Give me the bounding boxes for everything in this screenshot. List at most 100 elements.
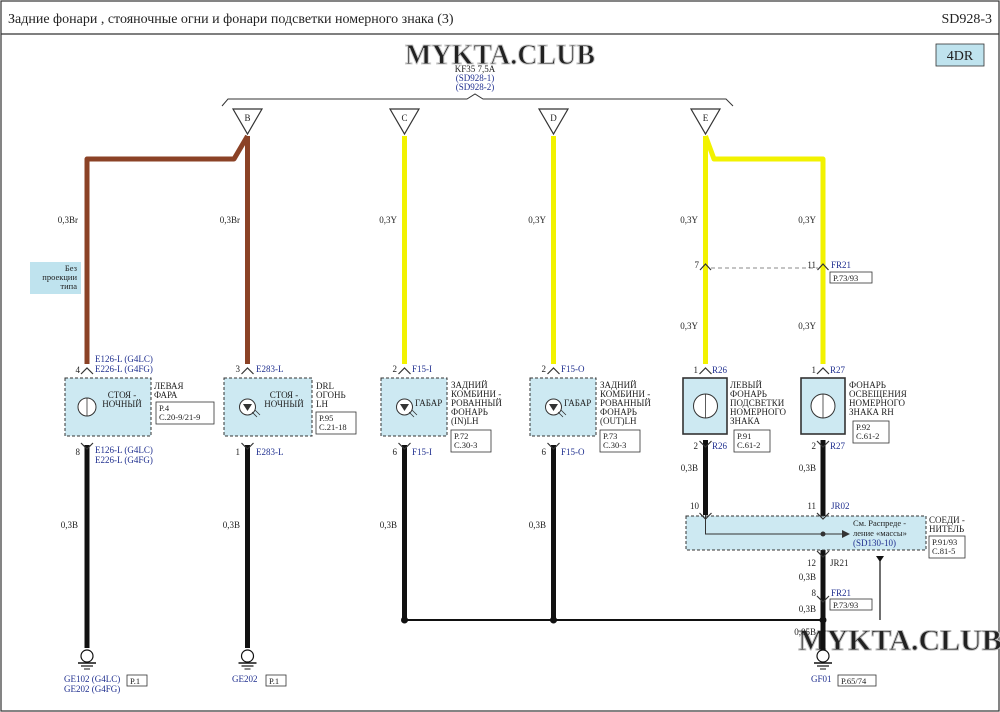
wire-label-b-8: 0,3B <box>799 604 816 614</box>
svg-text:РОВАННЫЙ: РОВАННЫЙ <box>451 398 502 408</box>
svg-text:E283-L: E283-L <box>256 447 284 457</box>
svg-text:F15-I: F15-I <box>412 364 432 374</box>
svg-text:P.73/93: P.73/93 <box>833 600 858 610</box>
svg-text:D: D <box>550 113 557 123</box>
wire-y-plate-right <box>703 135 826 364</box>
svg-text:P.73: P.73 <box>603 431 617 441</box>
svg-text:GE202 (G4FG): GE202 (G4FG) <box>64 684 120 694</box>
svg-text:8: 8 <box>812 588 817 598</box>
joint-connector: 10 11 JR02 См. Распреде - ление «массы» … <box>685 501 966 620</box>
svg-text:C.20-9/21-9: C.20-9/21-9 <box>159 412 200 422</box>
svg-text:ЛЕВЫЙ: ЛЕВЫЙ <box>730 380 762 390</box>
svg-text:JR02: JR02 <box>831 501 850 511</box>
svg-text:2: 2 <box>393 364 398 374</box>
svg-text:E226-L (G4FG): E226-L (G4FG) <box>95 455 153 465</box>
svg-text:НОЧНЫЙ: НОЧНЫЙ <box>264 399 304 409</box>
svg-text:R26: R26 <box>712 365 728 375</box>
connector-d: D <box>537 108 570 136</box>
diagram-code: SD928-3 <box>941 12 992 27</box>
svg-text:4: 4 <box>76 365 81 375</box>
ground-gf01: GF01 P.65/74 <box>811 649 877 687</box>
svg-text:P.1: P.1 <box>269 676 279 686</box>
component-plate-lamp-right: ФОНАРЬ ОСВЕЩЕНИЯ НОМЕРНОГО ЗНАКА RH P.92… <box>800 365 907 451</box>
svg-text:B: B <box>244 113 250 123</box>
splice-rear-in <box>401 616 408 624</box>
splice-main <box>819 616 827 624</box>
ground-ge202: GE202 P.1 <box>232 649 287 687</box>
svg-text:ПОДСВЕТКИ: ПОДСВЕТКИ <box>730 398 785 408</box>
svg-text:6: 6 <box>542 447 547 457</box>
svg-text:F15-O: F15-O <box>561 364 585 374</box>
svg-text:E126-L (G4LC): E126-L (G4LC) <box>95 445 153 455</box>
svg-text:C.21-18: C.21-18 <box>319 422 347 432</box>
wire-label-b085: 0,85B <box>794 627 816 637</box>
svg-text:C.30-3: C.30-3 <box>454 440 477 450</box>
svg-text:P.4: P.4 <box>159 403 170 413</box>
component-left-headlamp: СТОЯ - НОЧНЫЙ ЛЕВАЯ ФАРА P.4 C.20-9/21-9… <box>64 354 215 465</box>
svg-text:НОМЕРНОГО: НОМЕРНОГО <box>849 398 905 408</box>
svg-text:LH: LH <box>316 399 328 409</box>
svg-text:ЗАДНИЙ: ЗАДНИЙ <box>451 380 488 390</box>
svg-text:6: 6 <box>393 447 398 457</box>
svg-text:10: 10 <box>690 501 700 511</box>
svg-text:КОМБИНИ -: КОМБИНИ - <box>600 389 650 399</box>
svg-text:GE102 (G4LC): GE102 (G4LC) <box>64 674 120 684</box>
wire-label-b-5: 0,3B <box>681 463 698 473</box>
svg-text:FR21: FR21 <box>831 260 851 270</box>
wire-label-br-2: 0,3Br <box>220 215 240 225</box>
wire-label-y-1: 0,3Y <box>379 215 397 225</box>
fuse-ref-1: (SD928-1) <box>456 73 495 83</box>
svg-text:1: 1 <box>812 365 817 375</box>
svg-text:ФОНАРЬ: ФОНАРЬ <box>451 407 488 417</box>
svg-text:DRL: DRL <box>316 381 334 391</box>
connector-c: C <box>388 108 421 136</box>
svg-text:ЗАДНИЙ: ЗАДНИЙ <box>600 380 637 390</box>
svg-text:3: 3 <box>236 364 241 374</box>
svg-text:НИТЕЛЬ: НИТЕЛЬ <box>929 524 964 534</box>
svg-text:11: 11 <box>807 501 816 511</box>
svg-text:F15-I: F15-I <box>412 447 432 457</box>
svg-text:1: 1 <box>694 365 699 375</box>
svg-text:R26: R26 <box>712 441 728 451</box>
connector-e: E <box>689 108 722 136</box>
svg-text:E126-L (G4LC): E126-L (G4LC) <box>95 354 153 364</box>
svg-text:ление «массы»: ление «массы» <box>853 528 907 538</box>
svg-text:ГАБАР: ГАБАР <box>564 398 591 408</box>
svg-text:8: 8 <box>76 447 81 457</box>
svg-text:C.30-3: C.30-3 <box>603 440 626 450</box>
svg-text:FR21: FR21 <box>831 588 851 598</box>
splice-rear-out <box>550 616 557 624</box>
wire-label-b-2: 0,3B <box>223 520 240 530</box>
svg-text:E283-L: E283-L <box>256 364 284 374</box>
svg-text:GE202: GE202 <box>232 674 258 684</box>
svg-text:типа: типа <box>60 281 77 291</box>
svg-text:ЗНАКА RH: ЗНАКА RH <box>849 407 894 417</box>
svg-text:НОЧНЫЙ: НОЧНЫЙ <box>102 399 142 409</box>
wire-label-y-6: 0,3Y <box>798 321 816 331</box>
note-projection: Без проекции типа <box>30 262 81 294</box>
wire-label-b-6: 0,3B <box>799 463 816 473</box>
svg-text:ОСВЕЩЕНИЯ: ОСВЕЩЕНИЯ <box>849 389 907 399</box>
svg-text:ФОНАРЬ: ФОНАРЬ <box>849 380 886 390</box>
ground-ge102: GE102 (G4LC) GE202 (G4FG) P.1 <box>64 649 148 694</box>
svg-text:C.81-5: C.81-5 <box>932 546 955 556</box>
wire-label-br-1: 0,3Br <box>58 215 78 225</box>
svg-text:См. Распреде -: См. Распреде - <box>853 518 906 528</box>
svg-text:E226-L (G4FG): E226-L (G4FG) <box>95 364 153 374</box>
wire-label-y-5: 0,3Y <box>680 321 698 331</box>
svg-text:2: 2 <box>542 364 547 374</box>
svg-text:C.61-2: C.61-2 <box>856 431 879 441</box>
svg-text:(SD130-10): (SD130-10) <box>853 538 896 548</box>
svg-text:проекции: проекции <box>42 272 77 282</box>
svg-text:12: 12 <box>807 558 816 568</box>
fuse-label: KF35 7,5A <box>455 64 496 74</box>
svg-text:ЛЕВАЯ: ЛЕВАЯ <box>154 381 184 391</box>
svg-text:P.65/74: P.65/74 <box>841 676 867 686</box>
svg-text:СОЕДИ -: СОЕДИ - <box>929 515 965 525</box>
svg-text:ОГОНЬ: ОГОНЬ <box>316 390 346 400</box>
svg-text:КОМБИНИ -: КОМБИНИ - <box>451 389 501 399</box>
svg-text:1: 1 <box>236 447 241 457</box>
svg-text:F15-O: F15-O <box>561 447 585 457</box>
